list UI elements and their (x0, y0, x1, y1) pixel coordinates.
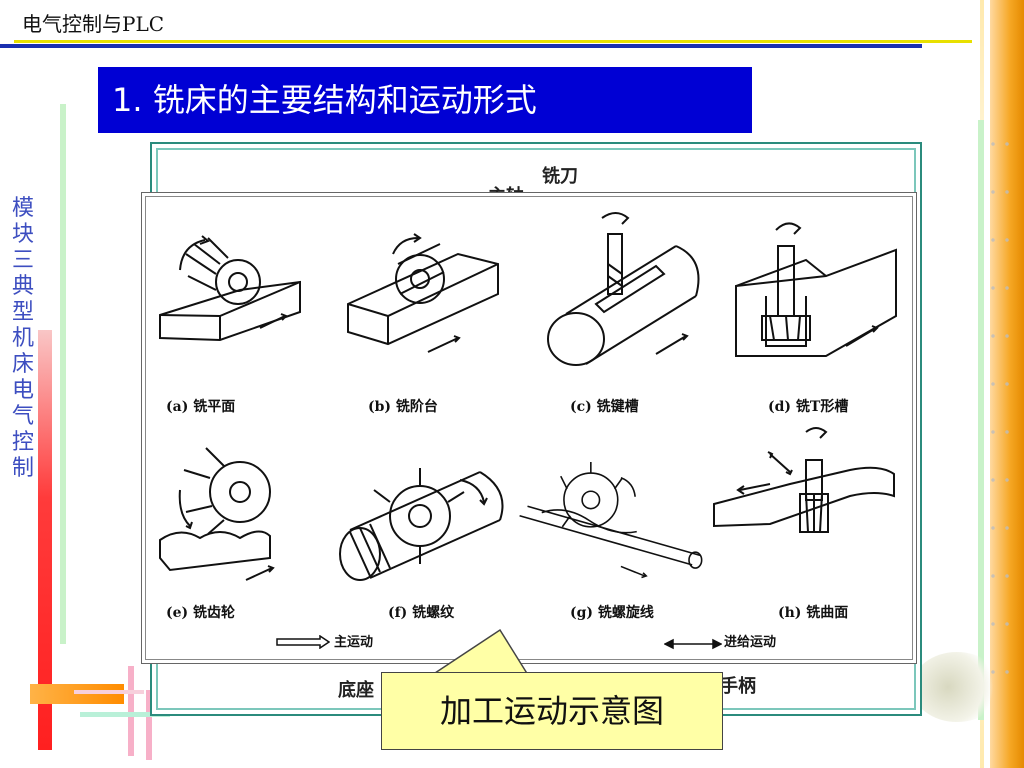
panel-c-caption: (c) 铣键槽 (570, 399, 639, 415)
vertical-module-label: 模块三 典型机床电气控制 (11, 196, 34, 481)
header-rule-yellow (14, 40, 972, 43)
left-orange-block (30, 684, 124, 704)
legend-feed-motion-arrow (663, 635, 723, 650)
panel-a-illustration (150, 220, 340, 385)
panel-d-caption: (d) 铣T形槽 (768, 399, 849, 415)
left-pink-rule (74, 690, 144, 694)
callout-box: 加工运动示意图 (381, 672, 723, 750)
label-base: 底座 (338, 680, 374, 701)
header-title: 电气控制与PLC (22, 12, 165, 36)
panel-f-illustration (330, 440, 520, 605)
right-dots-decor (986, 120, 1010, 680)
callout-pointer (431, 628, 529, 676)
right-green-bar (978, 120, 984, 720)
legend-main-motion-arrow (276, 634, 331, 650)
label-spindle: 主轴 (488, 182, 524, 192)
panel-h-caption: (h) 铣曲面 (778, 605, 849, 621)
left-cyan-rule (80, 712, 170, 717)
orb-decor (912, 652, 1002, 722)
panel-b-illustration (338, 224, 528, 389)
panel-e-caption: (e) 铣齿轮 (166, 605, 236, 621)
label-cutter: 铣刀 (542, 166, 578, 187)
panel-b-caption: (b) 铣阶台 (368, 399, 438, 415)
left-pink-bar (146, 690, 152, 760)
panel-d-illustration (726, 216, 916, 381)
panel-h-illustration (710, 424, 900, 589)
left-green-bar (60, 104, 66, 644)
legend-main-motion: 主运动 (334, 635, 374, 650)
label-handle: 手柄 (720, 676, 756, 697)
panel-a-caption: (a) 铣平面 (166, 399, 236, 415)
panel-f-caption: (f) 铣螺纹 (388, 605, 455, 621)
panel-e-illustration (150, 430, 340, 595)
left-pink-bar (128, 666, 134, 756)
milling-operations-figure (141, 192, 917, 664)
header-rule-blue (0, 44, 922, 48)
panel-c-illustration (536, 204, 726, 369)
slide-title: 1. 铣床的主要结构和运动形式 (98, 67, 752, 133)
left-red-bar (38, 330, 52, 750)
legend-feed-motion: 进给运动 (724, 635, 777, 650)
panel-g-illustration (518, 440, 708, 605)
panel-g-caption: (g) 铣螺旋线 (570, 605, 654, 621)
